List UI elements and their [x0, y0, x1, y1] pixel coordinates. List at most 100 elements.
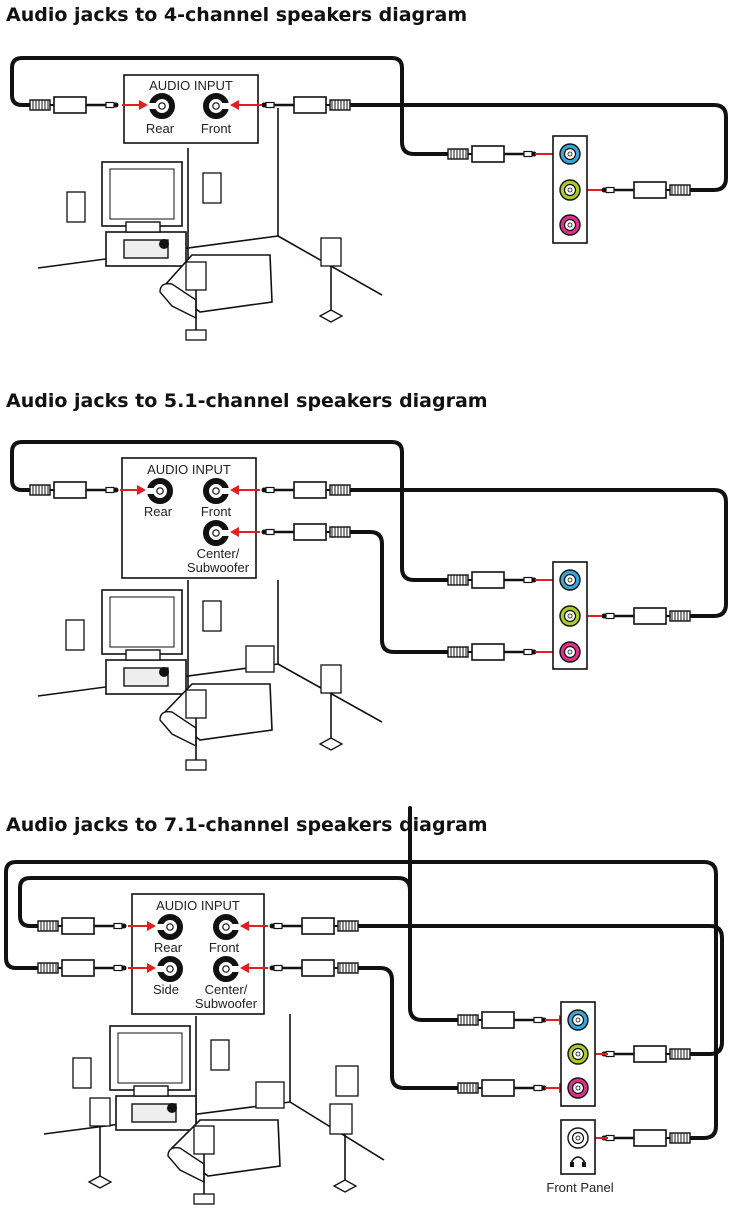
right-speaker	[202, 600, 222, 632]
plug-body	[471, 643, 505, 661]
jack-green	[559, 179, 581, 201]
input-jack-front	[213, 914, 240, 940]
plug-body	[293, 481, 327, 499]
jack-pink	[559, 641, 581, 663]
right-speaker	[202, 172, 222, 204]
room-illustration	[37, 108, 383, 341]
plug-body	[53, 96, 87, 114]
audio-input-heading: AUDIO INPUT	[147, 462, 231, 477]
diagram-title: Audio jacks to 5.1-channel speakers diag…	[6, 390, 488, 412]
room-illustration	[37, 580, 383, 771]
jack-label-center-1: Center/	[205, 982, 248, 997]
plug-to-green	[601, 1045, 691, 1063]
input-jack-side	[156, 956, 183, 982]
input-jack-front	[203, 478, 230, 504]
jack-label-center-2: Subwoofer	[187, 560, 250, 575]
cable-front	[356, 924, 724, 1056]
arrow-to-side	[128, 963, 156, 973]
diagram-7-1-channel-svg: AUDIO INPUT Rear Front Side Center/ Subw…	[4, 806, 724, 1205]
jack-label-center-2: Subwoofer	[195, 996, 258, 1011]
plug-rear	[29, 96, 119, 114]
left-speaker	[66, 191, 86, 223]
audio-input-heading: AUDIO INPUT	[149, 78, 233, 93]
plug-center	[261, 523, 351, 541]
diagram-7-1-channel: Audio jacks to 7.1-channel speakers diag…	[0, 806, 738, 1212]
plug-front	[269, 917, 359, 935]
cable-rear	[18, 806, 412, 928]
plug-body	[633, 181, 667, 199]
cable-rear-b	[408, 876, 460, 1022]
plug-body	[53, 481, 87, 499]
front-panel-jack	[567, 1127, 589, 1149]
input-jack-rear	[146, 478, 173, 504]
plug-body	[301, 959, 335, 977]
cable-rear	[10, 440, 450, 582]
plug-body	[471, 571, 505, 589]
jack-pink	[567, 1077, 589, 1099]
plug-body	[633, 607, 667, 625]
plug-to-green	[601, 607, 691, 625]
diagram-title: Audio jacks to 7.1-channel speakers diag…	[6, 814, 488, 836]
rear-speaker-right	[320, 664, 342, 694]
diagram-4-channel-svg: AUDIO INPUT Rear Front	[10, 56, 728, 341]
jack-label-rear: Rear	[146, 121, 175, 136]
arrow-to-rear	[122, 100, 148, 110]
left-speaker	[72, 1057, 92, 1089]
jack-label-front: Front	[209, 940, 240, 955]
cable-front	[348, 103, 728, 192]
plug-front	[261, 481, 351, 499]
cable-center	[348, 530, 450, 654]
plug-to-blue	[457, 1011, 547, 1029]
rear-speaker-left	[185, 689, 207, 719]
rear-speaker-right	[320, 237, 342, 267]
cable-rear	[10, 56, 450, 156]
diagram-5-1-channel: Audio jacks to 5.1-channel speakers diag…	[0, 386, 738, 786]
plug-body	[481, 1011, 515, 1029]
audio-input-box	[123, 74, 259, 144]
plug-body	[293, 523, 327, 541]
plug-body	[633, 1045, 667, 1063]
jack-blue	[559, 143, 581, 165]
plug-body	[633, 1129, 667, 1147]
plug-to-blue	[447, 145, 537, 163]
input-jack-front	[203, 93, 230, 119]
headphone-icon	[570, 1156, 586, 1167]
arrow-to-center	[230, 527, 260, 537]
arrow-to-center	[240, 963, 268, 973]
subwoofer	[255, 1081, 285, 1109]
av-receiver	[131, 1103, 177, 1123]
plug-to-pink	[457, 1079, 547, 1097]
plug-to-pink	[447, 643, 537, 661]
plug-to-front-panel	[601, 1129, 691, 1147]
plug-to-green	[601, 181, 691, 199]
center-speaker	[125, 221, 161, 233]
left-speaker	[65, 619, 85, 651]
jack-blue	[559, 569, 581, 591]
plug-body	[293, 96, 327, 114]
center-speaker	[125, 649, 161, 661]
jack-label-rear: Rear	[154, 940, 183, 955]
audio-input-box	[131, 893, 265, 1015]
side-speaker-left	[89, 1097, 111, 1127]
cable-side	[4, 860, 718, 1140]
cable-center	[356, 966, 460, 1090]
diagram-4-channel: Audio jacks to 4-channel speakers diagra…	[0, 0, 738, 370]
diagram-title: Audio jacks to 4-channel speakers diagra…	[6, 4, 468, 26]
rear-speaker-right	[329, 1103, 353, 1135]
jack-green	[567, 1043, 589, 1065]
arrow-to-rear	[120, 485, 146, 495]
rear-speaker-left	[193, 1125, 215, 1155]
plug-rear	[37, 917, 127, 935]
jack-pink	[559, 214, 581, 236]
arrow-to-front	[240, 921, 268, 931]
plug-front	[261, 96, 351, 114]
cable-front	[348, 488, 728, 618]
input-jack-rear	[148, 93, 175, 119]
av-receiver	[123, 667, 169, 687]
plug-side	[37, 959, 127, 977]
room-illustration	[43, 1014, 385, 1205]
diagram-5-1-channel-svg: AUDIO INPUT Rear Front Center/ Subwoofer	[10, 440, 728, 771]
plug-to-blue	[447, 571, 537, 589]
jack-green	[559, 605, 581, 627]
jack-label-front: Front	[201, 504, 232, 519]
